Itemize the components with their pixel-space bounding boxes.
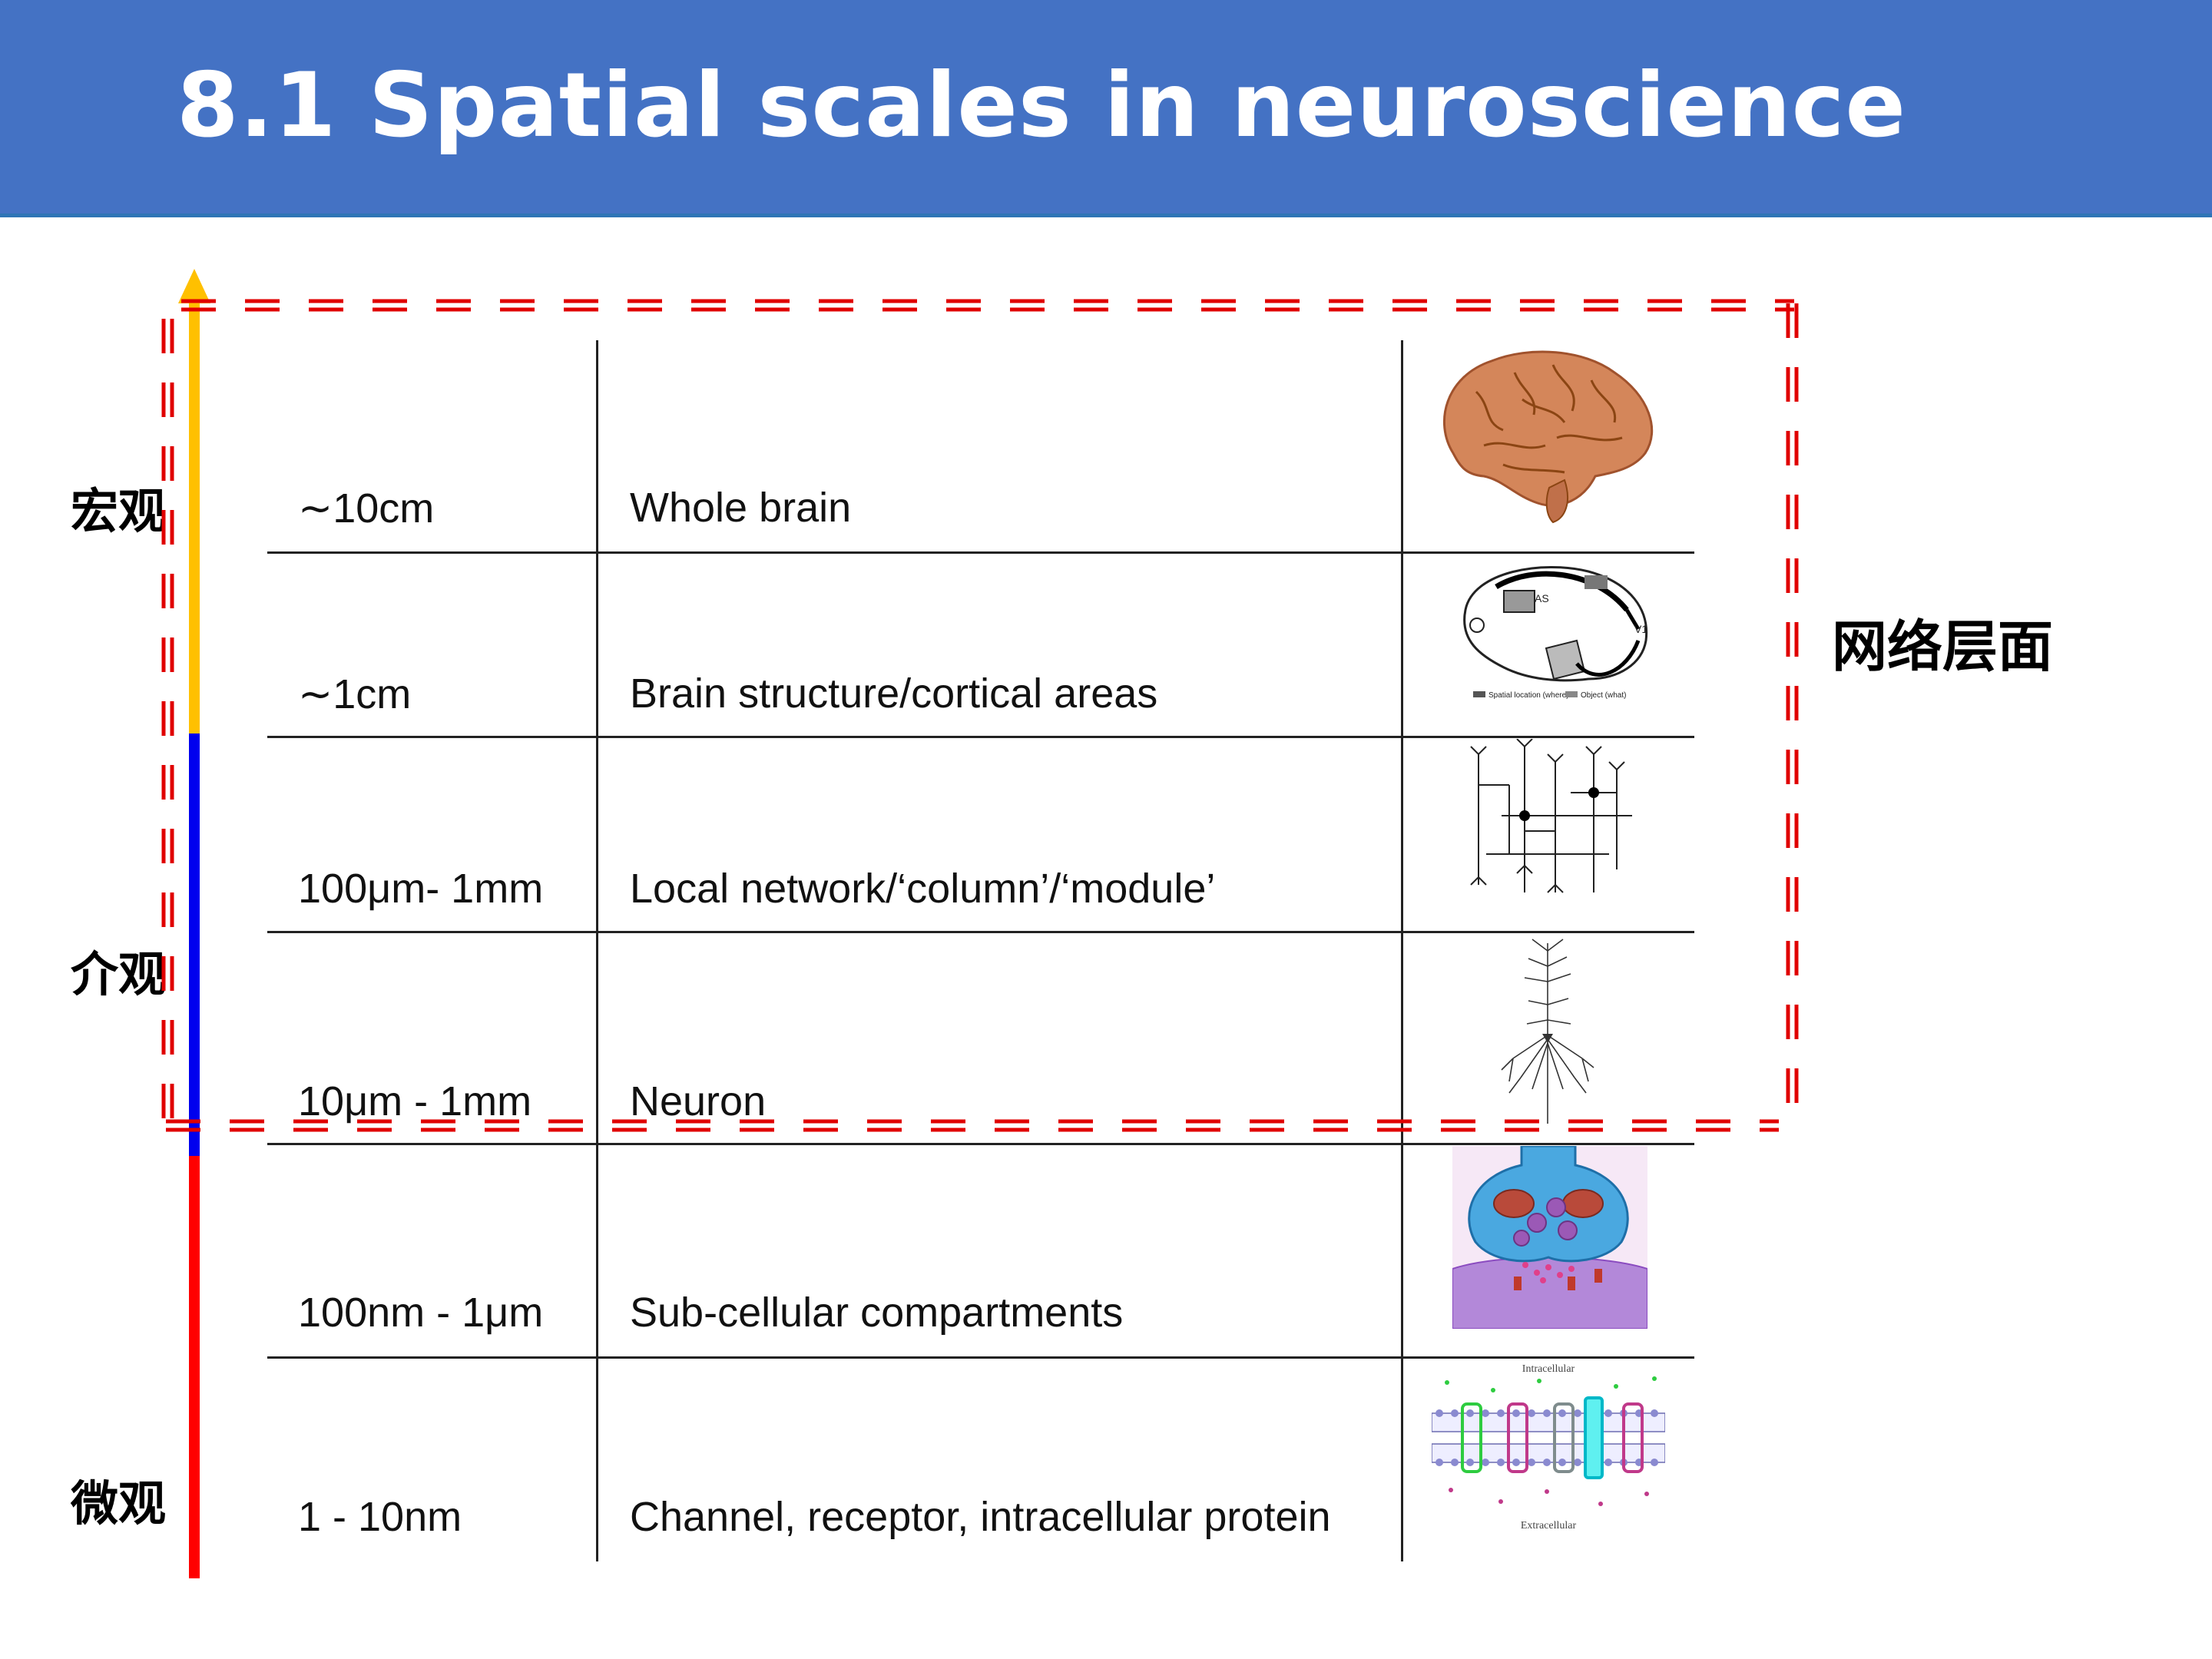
axis-arrowhead (178, 269, 210, 303)
scale-cell: 10μm - 1mm (298, 1078, 532, 1124)
description-cell: Whole brain (630, 485, 852, 531)
scale-cell: 100μm- 1mm (298, 866, 544, 912)
scale-cell: 1 - 10nm (298, 1494, 462, 1540)
scale-cell: 100nm - 1μm (298, 1290, 544, 1336)
network-level-label: 网络层面 (1832, 614, 2054, 679)
table-row-divider (267, 1356, 1694, 1359)
extracellular-label: Extracellular (1521, 1520, 1577, 1532)
brain-image (1442, 350, 1654, 524)
cortex-legend-what: Object (what) (1581, 691, 1626, 700)
axis-segment-macro (189, 300, 200, 733)
local-network-image (1470, 739, 1632, 893)
network-level-highlight-box (161, 299, 1799, 1132)
neuron-image (1501, 939, 1594, 1124)
synapse-image (1452, 1146, 1647, 1329)
scale-cell: ∼1cm (298, 671, 412, 717)
cortical-areas-image: AS V1 Spatial location (where) Object (w… (1442, 556, 1657, 710)
cortex-v1-label: V1 (1634, 623, 1647, 635)
intracellular-label: Intracellular (1522, 1363, 1575, 1375)
table-column-divider (596, 340, 598, 1561)
table-row-divider (267, 736, 1694, 738)
table-column-divider (1401, 340, 1403, 1561)
level-label-meso: 介观 (71, 946, 167, 1002)
level-label-micro: 微观 (71, 1475, 167, 1532)
description-cell: Brain structure/cortical areas (630, 671, 1158, 717)
cortex-as-label: AS (1535, 592, 1549, 604)
membrane-channels-image: Intracellular Extracellular (1432, 1359, 1665, 1535)
scale-cell: ∼10cm (298, 485, 435, 531)
level-label-macro: 宏观 (71, 483, 167, 539)
slide-title: 8.1 Spatial scales in neuroscience (177, 54, 1907, 157)
axis-segment-micro (189, 1156, 200, 1578)
axis-segment-meso (189, 733, 200, 1156)
description-cell: Channel, receptor, intracellular protein (630, 1494, 1331, 1540)
cortex-legend-where: Spatial location (where) (1488, 691, 1569, 700)
table-row-divider (267, 551, 1694, 554)
table-row-divider (267, 1143, 1694, 1145)
title-bar: 8.1 Spatial scales in neuroscience (0, 0, 2212, 217)
description-cell: Neuron (630, 1078, 767, 1124)
table-row-divider (267, 931, 1694, 933)
description-cell: Sub-cellular compartments (630, 1290, 1124, 1336)
description-cell: Local network/‘column’/‘module’ (630, 866, 1216, 912)
